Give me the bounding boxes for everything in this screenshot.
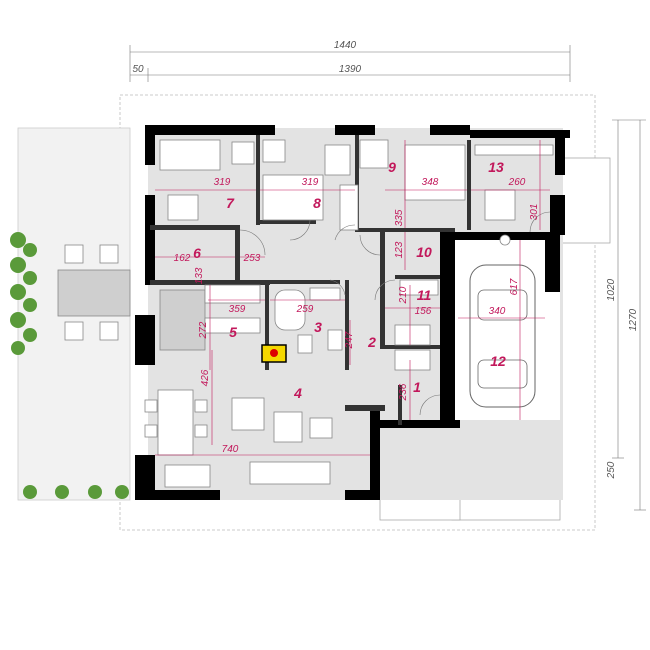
terrace-table (57, 269, 131, 317)
height-1270-label: 1270 (628, 308, 639, 331)
terrace-chair (99, 321, 119, 341)
bottom-plants (23, 485, 129, 499)
left-offset-label: 50 (132, 64, 144, 75)
room-number-2: 2 (367, 334, 376, 350)
dim-r3-w2: 259 (296, 304, 314, 315)
dim-r5-h: 272 (198, 321, 209, 339)
dim-r12-w: 340 (489, 306, 506, 317)
dim-r7-w: 319 (214, 177, 231, 188)
dim-r3-h: 247 (344, 331, 355, 349)
room-number-10: 10 (416, 244, 432, 260)
dim-r12-h: 617 (509, 278, 520, 295)
room-number-11: 11 (417, 287, 432, 303)
dim-r10-h: 123 (394, 241, 405, 258)
dim-r13-h: 301 (529, 204, 540, 221)
dim-r3-w: 359 (229, 304, 246, 315)
furniture (144, 139, 554, 488)
dim-r11-h: 210 (398, 286, 409, 304)
dimension-lines (155, 140, 550, 456)
terrace-chair (64, 244, 84, 264)
dim-r9-w: 348 (422, 177, 439, 188)
terrace-chair (64, 321, 84, 341)
room-number-8: 8 (313, 195, 321, 211)
height-250-label: 250 (606, 461, 617, 479)
dim-r4-w: 740 (222, 444, 239, 455)
room-number-7: 7 (226, 195, 235, 211)
side-porch (559, 157, 611, 244)
height-1020-label: 1020 (606, 278, 617, 301)
dim-r8-w: 319 (302, 177, 319, 188)
room-number-3: 3 (314, 319, 322, 335)
total-width-label: 1440 (334, 40, 357, 51)
dim-r1-h: 236 (398, 383, 409, 401)
room-number-6: 6 (193, 245, 201, 261)
dim-r6-h: 133 (194, 267, 205, 284)
inner-width-label: 1390 (339, 64, 362, 75)
fire-icon (270, 349, 278, 357)
dim-r9-h: 335 (394, 209, 405, 226)
dim-r5-top: 253 (243, 253, 261, 264)
car-icon (469, 264, 536, 408)
room-number-5: 5 (229, 324, 237, 340)
door-swings (239, 211, 551, 416)
overall-dimension-lines (129, 45, 646, 511)
dim-r6-w: 162 (174, 253, 191, 264)
hedge-plants (10, 232, 37, 355)
dim-r11-w: 156 (415, 306, 432, 317)
interior-walls (150, 135, 471, 425)
room-number-9: 9 (388, 159, 396, 175)
dim-r4-h: 426 (200, 369, 211, 386)
room-number-4: 4 (293, 385, 302, 401)
room-number-12: 12 (490, 353, 506, 369)
dim-r13-w: 260 (508, 177, 526, 188)
room-number-13: 13 (488, 159, 504, 175)
room-number-1: 1 (413, 379, 421, 395)
terrace-chair (99, 244, 119, 264)
